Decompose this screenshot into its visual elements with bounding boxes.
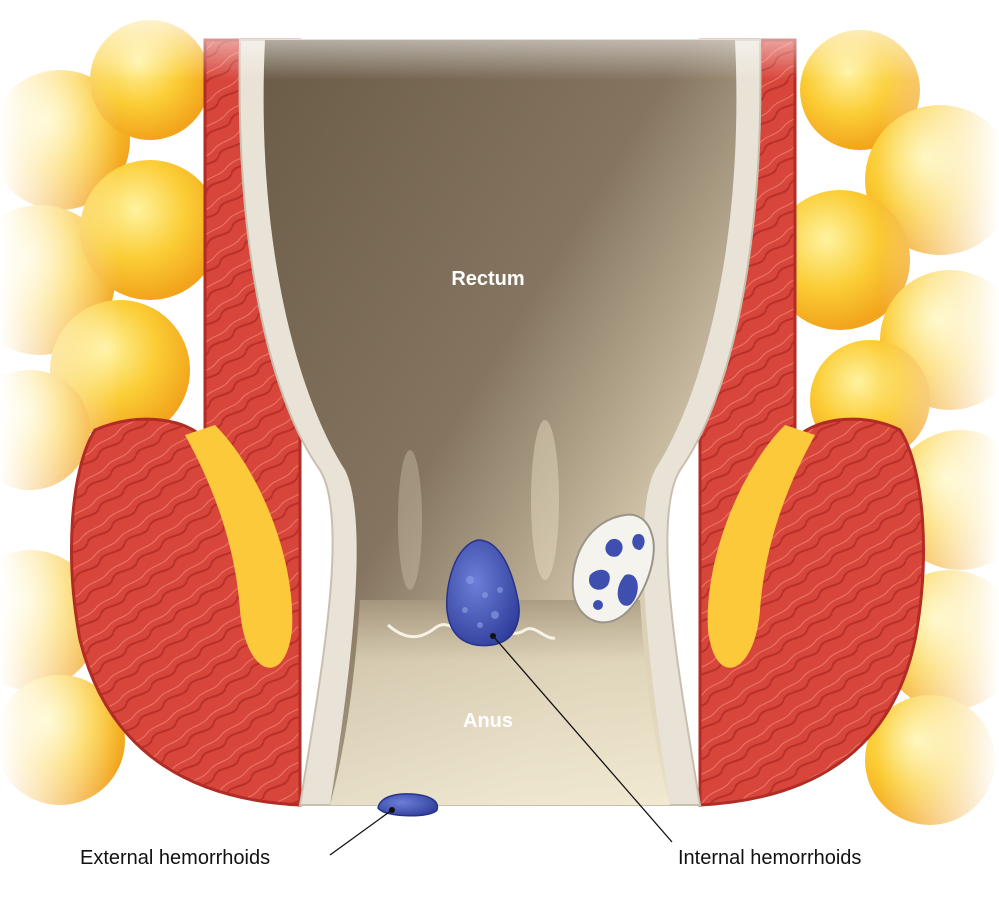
anal-canal (330, 600, 670, 805)
anus-label: Anus (463, 710, 513, 732)
muscle-wall (70, 38, 925, 807)
external-leader-line (329, 809, 393, 856)
fat-tissue-right (720, 0, 999, 896)
rectum-label: Rectum (451, 268, 524, 290)
internal-hemorrhoids-label: Internal hemorrhoids (678, 847, 861, 869)
external-hemorrhoid (377, 793, 439, 817)
external-hemorrhoids-label: External hemorrhoids (80, 847, 270, 869)
thrombosed-hemorrhoid (571, 513, 655, 624)
internal-hemorrhoid (446, 539, 520, 647)
internal-leader-line (492, 635, 673, 843)
